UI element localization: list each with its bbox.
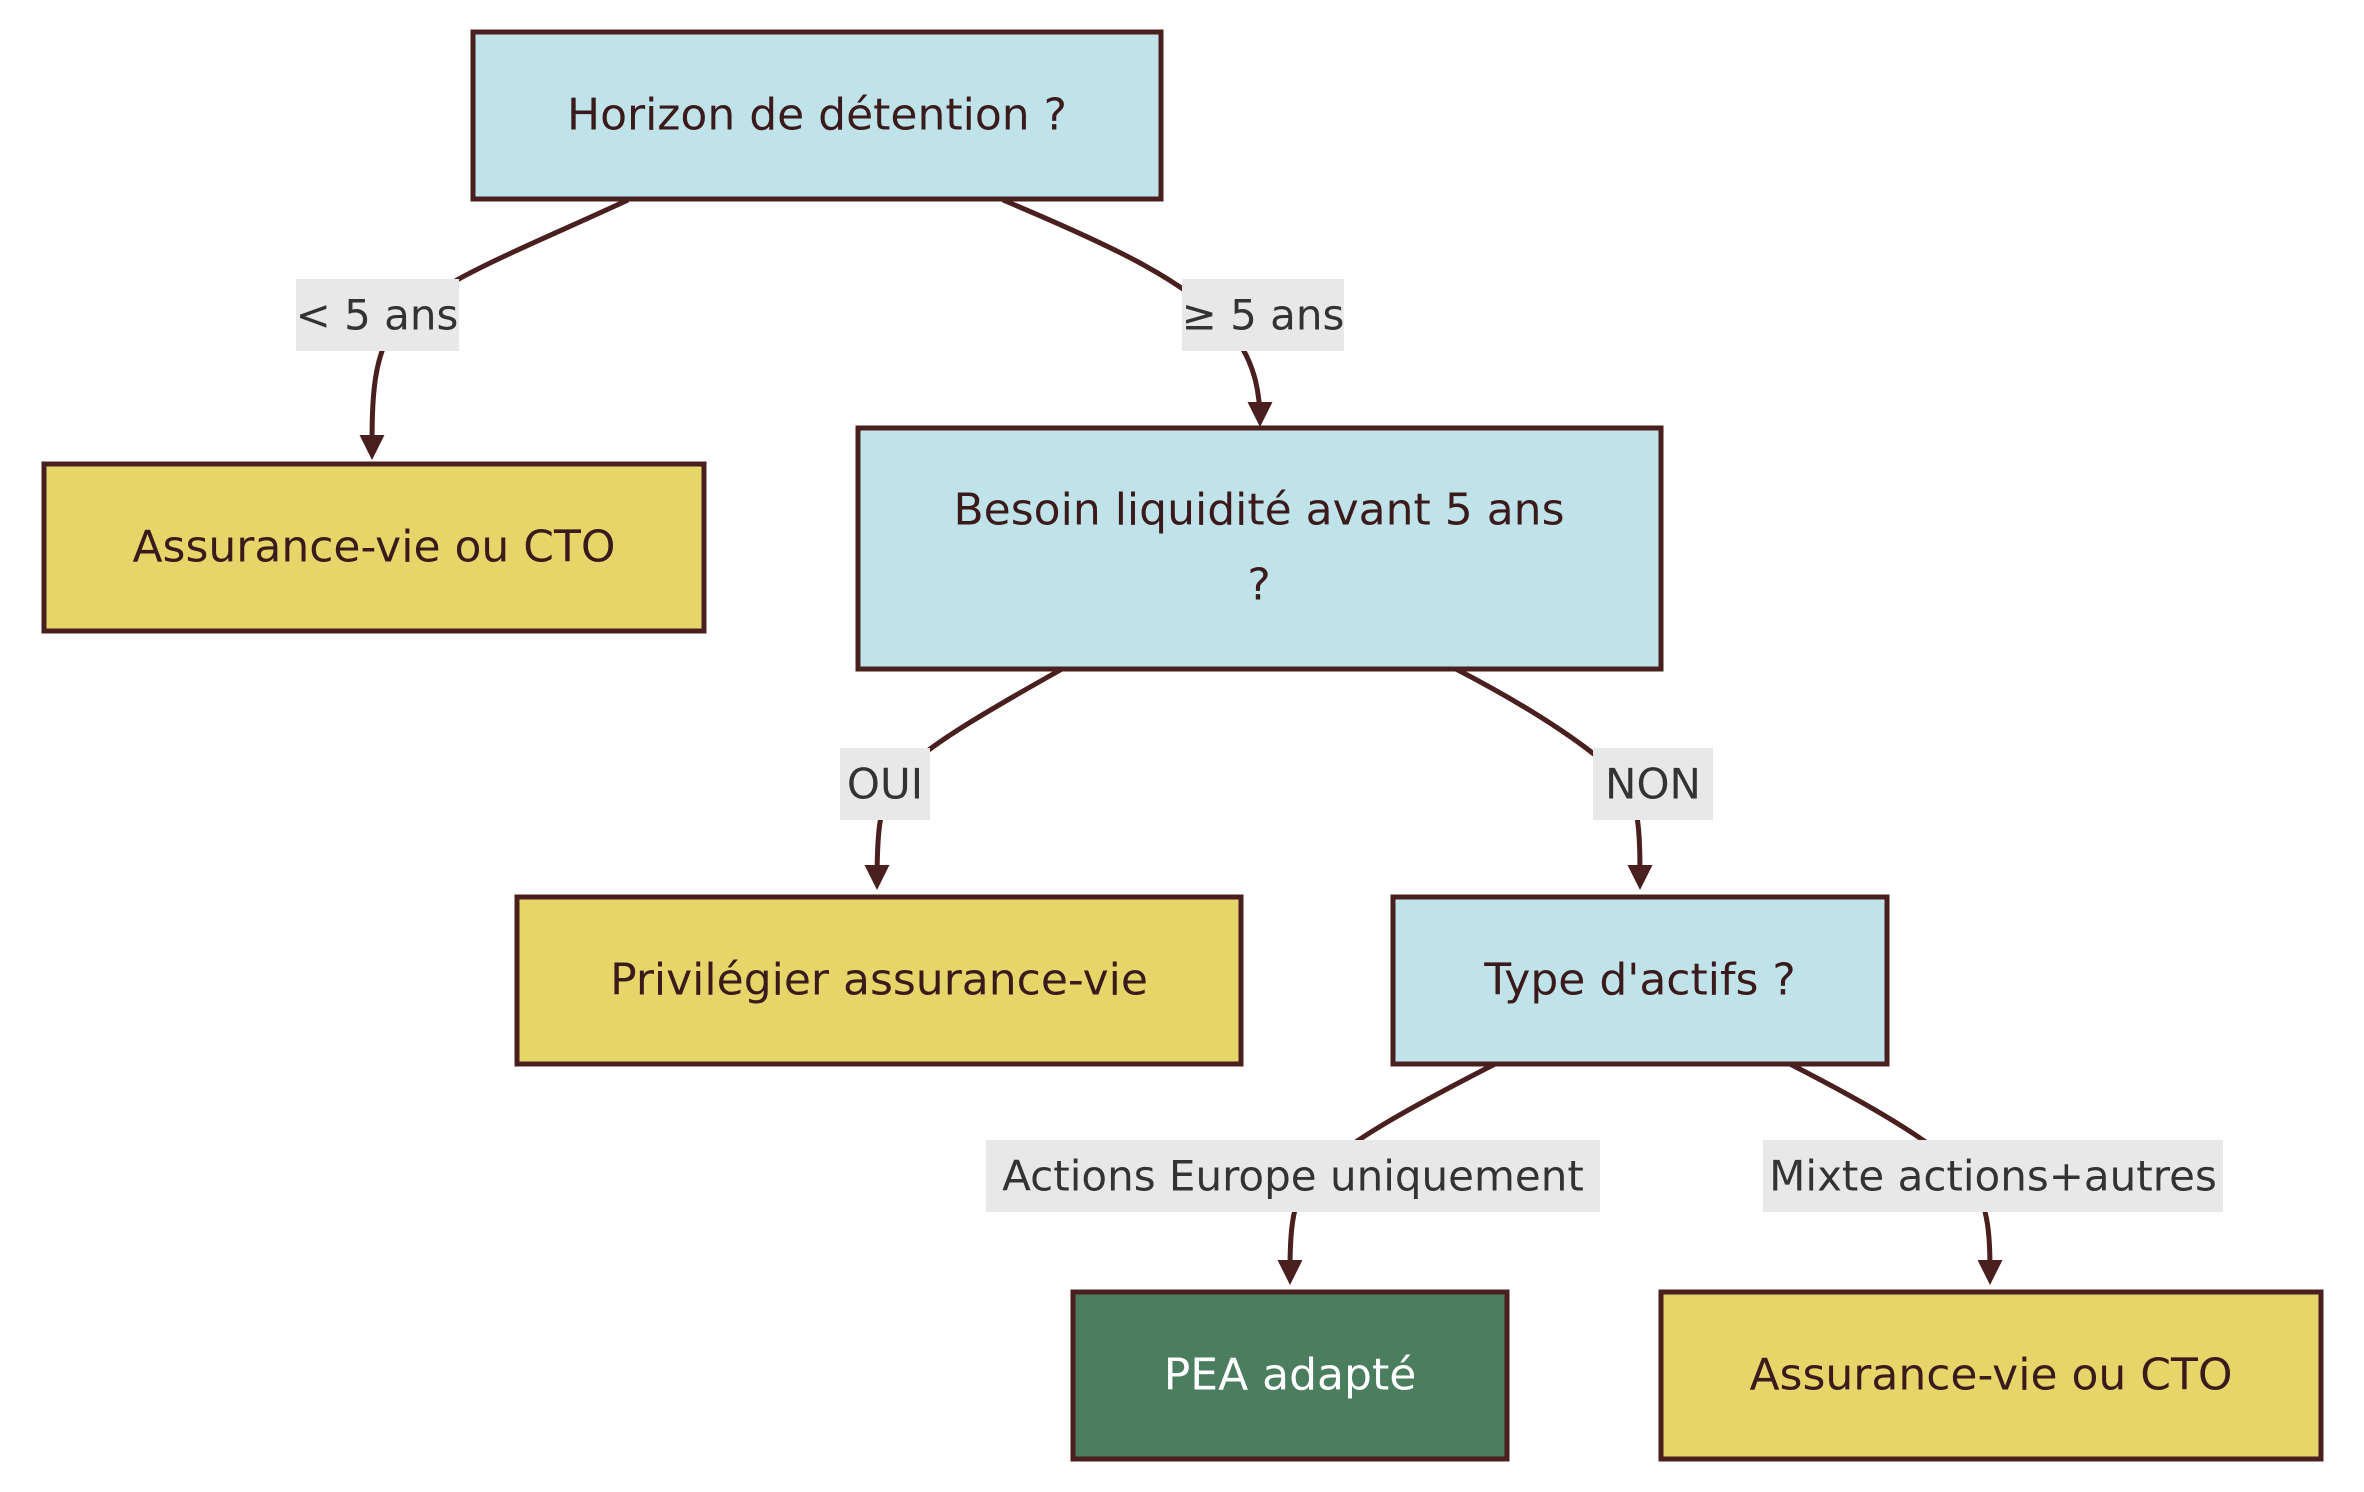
node-label-line2: ? xyxy=(1247,560,1270,611)
node-label: Assurance-vie ou CTO xyxy=(132,522,615,573)
edge-label-text: Actions Europe uniquement xyxy=(1002,1152,1584,1201)
edge-label-text: NON xyxy=(1605,760,1701,809)
edge-label-text: Mixte actions+autres xyxy=(1769,1152,2217,1201)
node-label-line1: Besoin liquidité avant 5 ans xyxy=(954,485,1565,536)
node-label: Assurance-vie ou CTO xyxy=(1749,1350,2232,1401)
node-asset-type-question: Type d'actifs ? xyxy=(1390,894,1890,1067)
node-label: Type d'actifs ? xyxy=(1483,955,1795,1006)
edge-label-europe: Actions Europe uniquement xyxy=(986,1140,1600,1212)
edge-label-text: OUI xyxy=(847,760,923,809)
edge-label-non: NON xyxy=(1593,748,1713,820)
node-pea-adapte: PEA adapté xyxy=(1070,1289,1510,1462)
edge-label-text: < 5 ans xyxy=(296,291,459,340)
node-label: Horizon de détention ? xyxy=(567,90,1067,141)
edge-label-ge5: ≥ 5 ans xyxy=(1182,279,1345,351)
edge-label-lt5: < 5 ans xyxy=(296,279,459,351)
node-privilege-assurance-vie: Privilégier assurance-vie xyxy=(514,894,1244,1067)
node-short-term-recommendation: Assurance-vie ou CTO xyxy=(41,461,707,634)
node-label: PEA adapté xyxy=(1164,1350,1417,1401)
edge-label-oui: OUI xyxy=(840,748,930,820)
edge-label-mixte: Mixte actions+autres xyxy=(1763,1140,2223,1212)
node-label: Privilégier assurance-vie xyxy=(610,955,1148,1006)
node-horizon: Horizon de détention ? xyxy=(470,29,1164,202)
edge-label-text: ≥ 5 ans xyxy=(1182,291,1345,340)
node-liquidity-question: Besoin liquidité avant 5 ans ? xyxy=(855,425,1664,672)
node-mixed-recommendation: Assurance-vie ou CTO xyxy=(1658,1289,2324,1462)
